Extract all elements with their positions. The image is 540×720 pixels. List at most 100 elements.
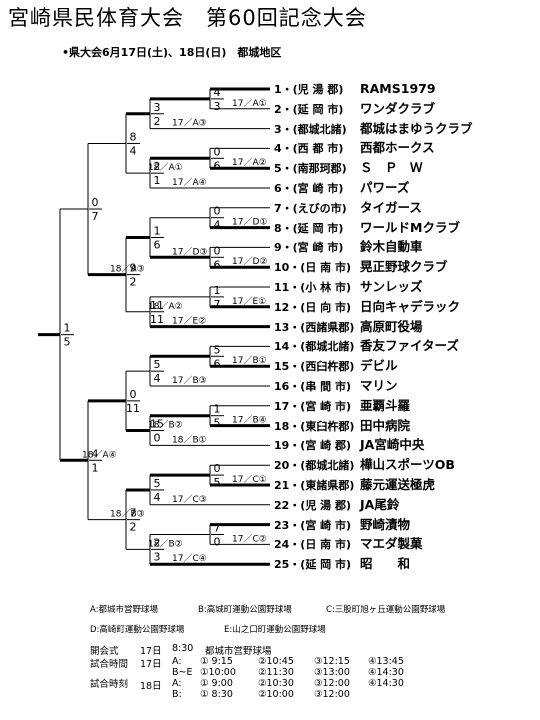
team-name: パワーズ — [360, 180, 410, 195]
score-top: 9 — [130, 262, 137, 275]
score-bottom: 0 — [214, 536, 221, 549]
score-bottom: 3 — [214, 100, 221, 113]
score-top: 0 — [92, 196, 99, 209]
team-row: 15・(西臼杵郡) デビル — [274, 357, 398, 375]
score-top: 3 — [154, 101, 161, 114]
match-label: 17／C① — [232, 474, 267, 485]
venue-a: A:都城市営野球場 — [90, 605, 159, 615]
score-bottom: 5 — [214, 417, 221, 430]
score-bottom: 4 — [154, 491, 161, 504]
score-top: 8 — [130, 130, 137, 143]
team-place: 13・(西諸県郡) — [274, 320, 355, 334]
score-top: 2 — [154, 536, 161, 549]
score-bottom: 11 — [126, 402, 140, 415]
match-label: 17／D② — [232, 256, 267, 267]
score-bottom: 6 — [214, 258, 221, 271]
team-name: 昭 和 — [360, 556, 411, 572]
sched-time-1: ① 9:15 — [200, 656, 233, 667]
sched-field: A: — [172, 656, 182, 667]
match-label: 18／A④ — [82, 449, 117, 460]
team-name: 香友ファイターズ — [360, 338, 459, 354]
match-label: 18／A② — [148, 301, 183, 312]
sched-time-2: ②10:00 — [258, 689, 294, 700]
match-label: 18／A① — [148, 162, 183, 173]
team-name: サンレッズ — [360, 279, 423, 294]
sched-day: 18日 — [140, 681, 162, 692]
match-label: 17／A④ — [172, 177, 207, 188]
team-place: 12・(日 向 市) — [274, 300, 352, 314]
sched-time-3: ③12:00 — [314, 678, 350, 689]
team-name: 藤元運送極虎 — [360, 477, 436, 492]
sched-time-3: ③12:15 — [314, 656, 350, 667]
team-place: 10・(日 南 市) — [274, 261, 352, 275]
score-bottom: 7 — [92, 210, 99, 223]
match-label: 17／A③ — [172, 118, 207, 129]
match-label: 17／E① — [232, 296, 266, 307]
score-bottom: 3 — [154, 550, 161, 563]
team-place: 7・(えびの市) — [274, 201, 347, 215]
team-name: タイガース — [360, 199, 422, 215]
team-row: 12・(日 向 市) 日向キャデラック — [274, 298, 460, 316]
team-place: 9・(宮 崎 市) — [274, 241, 344, 255]
team-name: 晃正野球クラブ — [360, 259, 448, 275]
score-top: 0 — [214, 145, 221, 158]
score-top: 4 — [214, 86, 221, 99]
score-bottom: 7 — [214, 298, 221, 311]
match-times-label: 試合時間 — [90, 659, 129, 670]
team-row: 18・(東臼杵郡)田中病院 — [274, 417, 410, 435]
team-row: 10・(日 南 市) 晃正野球クラブ — [274, 258, 448, 276]
sched-time-1: ①10:00 — [200, 667, 236, 678]
team-place: 23・(宮 崎 市) — [274, 518, 352, 532]
team-place: 19・(宮 崎 郡) — [274, 439, 352, 453]
sched-time-4: ④14:30 — [368, 667, 404, 678]
event-subtitle: •県大会6月17日(土)、18日(日) 都城地区 — [62, 46, 282, 59]
team-row: 9・(宮 崎 市)鈴木自動車 — [274, 238, 423, 256]
team-name: 高原町役場 — [360, 318, 423, 334]
team-row: 17・(宮 崎 市)亜覇斗羅 — [274, 397, 410, 415]
team-name: 日向キャデラック — [360, 298, 461, 314]
team-name: デビル — [360, 358, 398, 374]
team-place: 6・(宮 崎 市) — [274, 182, 344, 195]
team-place: 5・(南那珂郡) — [274, 162, 347, 176]
match-label: 18／B① — [172, 434, 207, 445]
score-bottom: 2 — [130, 276, 137, 289]
score-top: 2 — [154, 160, 161, 173]
team-name: ワンダクラブ — [360, 100, 436, 116]
team-row: 5・(南那珂郡)Ｓ Ｐ Ｗ — [274, 159, 423, 177]
score-top: 11 — [150, 299, 164, 312]
team-place: 2・(延 岡 市) — [274, 102, 344, 116]
team-name: 野崎漬物 — [360, 516, 411, 532]
team-place: 3・(都城北諸) — [274, 122, 347, 136]
score-top: 1 — [64, 322, 71, 335]
team-place: 20・(都城北諸) — [274, 459, 355, 473]
match-label: 17／E② — [172, 316, 206, 327]
team-name: JA尾鈴 — [360, 496, 400, 512]
score-top: 0 — [214, 244, 221, 257]
score-bottom: 2 — [130, 521, 137, 534]
team-row: 7・(えびの市) タイガース — [274, 199, 422, 217]
team-row: 1・(児 湯 郡)RAMS1979 — [274, 80, 436, 98]
score-bottom: 11 — [150, 313, 164, 326]
team-row: 11・(小 林 市)サンレッズ — [274, 278, 423, 296]
match-label: 18／B② — [148, 538, 183, 549]
team-row: 3・(都城北諸) 都城はまゆうクラブ — [274, 120, 473, 138]
score-top: 1 — [214, 284, 221, 297]
score-top: 7 — [214, 522, 221, 535]
team-name: 都城はまゆうクラブ — [360, 120, 473, 136]
score-bottom: 0 — [154, 432, 161, 445]
team-row: 25・(延 岡 市)昭 和 — [274, 555, 410, 573]
team-place: 4・(西 都 市) — [274, 142, 344, 156]
team-place: 21・(東諸県郡) — [274, 479, 355, 492]
score-top: 5 — [214, 343, 221, 356]
team-place: 15・(西臼杵郡) — [274, 360, 355, 374]
team-row: 6・(宮 崎 市) パワーズ — [274, 179, 409, 197]
score-top: 15 — [150, 418, 164, 431]
sched-time-4: ④13:45 — [368, 656, 404, 667]
match-label: 17／B③ — [172, 375, 207, 386]
sched-time-2: ②10:45 — [258, 656, 294, 667]
match-label: 18／B② — [148, 420, 183, 431]
team-name: 田中病院 — [360, 417, 411, 433]
team-name: JA宮崎中央 — [360, 437, 425, 453]
team-place: 14・(都城北諸) — [274, 340, 355, 354]
venue-c: C:三股町旭ヶ丘運動公園野球場 — [326, 605, 446, 615]
